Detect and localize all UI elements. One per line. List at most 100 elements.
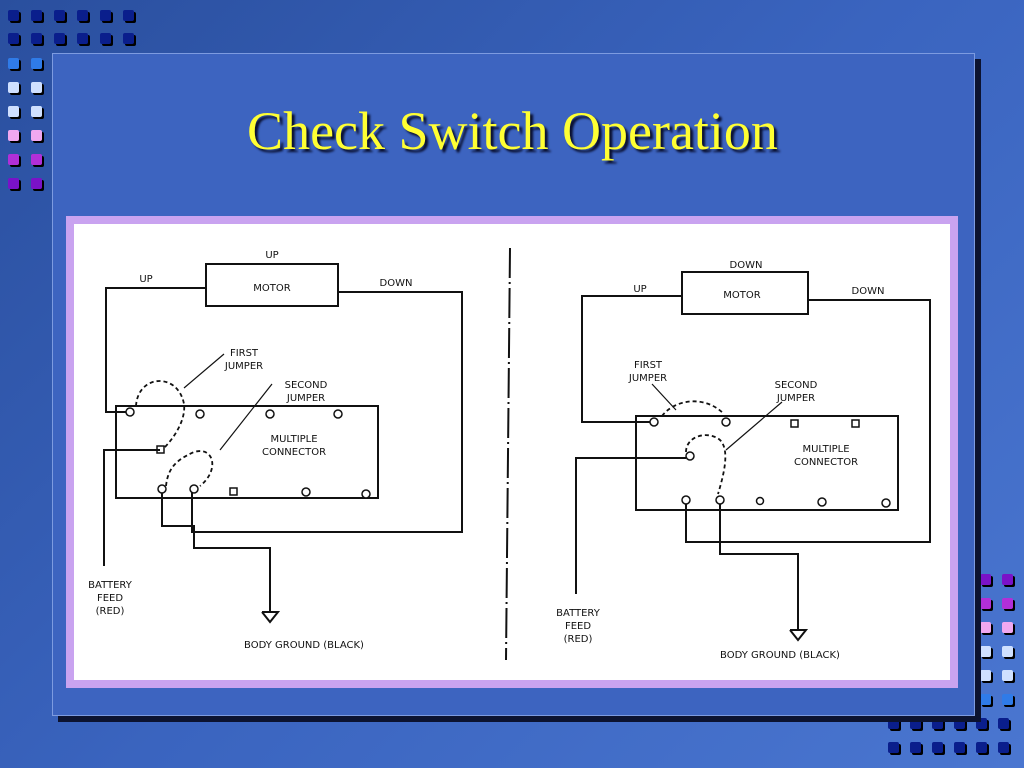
left-first-jumper-label-1: FIRST xyxy=(230,348,259,359)
decorative-square xyxy=(77,10,88,21)
decorative-square xyxy=(980,574,991,585)
left-second-jumper-leader xyxy=(219,383,273,451)
decorative-square xyxy=(31,58,42,69)
left-first-jumper xyxy=(135,380,186,449)
decorative-square xyxy=(1002,646,1013,657)
right-ground-label: BODY GROUND (BLACK) xyxy=(720,650,840,661)
decorative-square xyxy=(8,33,19,44)
decorative-square xyxy=(8,106,19,117)
left-terminal xyxy=(301,487,311,497)
decorative-square xyxy=(31,178,42,189)
right-down-label: DOWN xyxy=(852,286,885,297)
right-terminal xyxy=(715,495,725,505)
left-down-label: DOWN xyxy=(380,278,413,289)
right-connector-label-1: MULTIPLE xyxy=(802,444,849,455)
decorative-square xyxy=(980,694,991,705)
right-second-jumper-label-2: JUMPER xyxy=(776,393,815,404)
decorative-square xyxy=(888,742,899,753)
right-terminal xyxy=(790,419,799,428)
decorative-square xyxy=(954,742,965,753)
decorative-square xyxy=(980,598,991,609)
right-second-jumper-label-1: SECOND xyxy=(775,380,818,391)
decorative-square xyxy=(100,10,111,21)
decorative-square xyxy=(8,154,19,165)
right-ground-wire-a xyxy=(719,504,798,555)
right-motor-box xyxy=(681,271,809,315)
right-connector-label-2: CONNECTOR xyxy=(794,457,858,468)
right-battery-feed-wire xyxy=(575,457,686,594)
left-second-jumper-label-1: SECOND xyxy=(285,380,328,391)
right-battery-label-1: BATTERY xyxy=(556,608,601,619)
right-terminal xyxy=(649,417,659,427)
left-second-jumper xyxy=(165,450,214,487)
left-down-wire xyxy=(191,291,463,533)
left-multiple-connector xyxy=(115,405,379,499)
diagram-divider xyxy=(505,247,511,661)
right-motor-label: MOTOR xyxy=(723,290,760,301)
wiring-diagram: MOTOR UP UP DOWN MULTIPLE CONNECTOR FIRS… xyxy=(88,247,931,661)
left-first-jumper-label-2: JUMPER xyxy=(224,361,263,372)
left-terminal xyxy=(361,489,371,499)
decorative-square xyxy=(8,82,19,93)
right-switch-diagram: MOTOR DOWN UP DOWN MULTIPLE CONNECTOR FI… xyxy=(556,260,931,661)
decorative-square xyxy=(31,82,42,93)
decorative-square xyxy=(1002,670,1013,681)
left-terminal xyxy=(189,484,199,494)
left-battery-label-1: BATTERY xyxy=(88,580,133,591)
decorative-square xyxy=(980,670,991,681)
right-multiple-connector xyxy=(635,415,899,511)
right-terminal xyxy=(681,495,691,505)
decorative-square xyxy=(980,646,991,657)
decorative-square xyxy=(8,10,19,21)
decorative-square xyxy=(1002,694,1013,705)
left-terminal xyxy=(125,407,135,417)
left-up-label: UP xyxy=(139,274,152,285)
left-ground-wire xyxy=(161,493,271,612)
left-up-top-label: UP xyxy=(265,250,278,261)
decorative-square xyxy=(1002,622,1013,633)
left-terminal xyxy=(333,409,343,419)
left-motor-box xyxy=(205,263,339,307)
decorative-square xyxy=(932,718,943,729)
diagram-paper xyxy=(74,224,950,680)
decorative-square xyxy=(123,10,134,21)
left-terminal xyxy=(157,484,167,494)
left-connector-label-1: MULTIPLE xyxy=(270,434,317,445)
decorative-square xyxy=(910,742,921,753)
right-terminal xyxy=(685,451,695,461)
decorative-square xyxy=(980,622,991,633)
left-first-jumper-leader xyxy=(183,353,225,389)
decorative-square xyxy=(77,33,88,44)
left-connector-label-2: CONNECTOR xyxy=(262,447,326,458)
right-terminal xyxy=(881,498,891,508)
left-switch-diagram: MOTOR UP UP DOWN MULTIPLE CONNECTOR FIRS… xyxy=(88,250,463,651)
right-terminal xyxy=(721,417,731,427)
right-first-jumper-label-1: FIRST xyxy=(634,360,663,371)
slide-title: Check Switch Operation xyxy=(247,101,778,161)
decorative-square xyxy=(976,718,987,729)
decorative-square xyxy=(888,718,899,729)
right-battery-label-3: (RED) xyxy=(564,634,593,645)
decorative-square xyxy=(31,10,42,21)
left-battery-label-3: (RED) xyxy=(96,606,125,617)
left-motor-label: MOTOR xyxy=(253,283,290,294)
decorative-square xyxy=(910,718,921,729)
left-terminal xyxy=(229,487,238,496)
right-down-top-label: DOWN xyxy=(730,260,763,271)
left-up-wire xyxy=(105,287,206,413)
right-up-wire xyxy=(581,295,682,423)
decorative-square xyxy=(8,58,19,69)
left-second-jumper-label-2: JUMPER xyxy=(286,393,325,404)
right-ground-wire-c xyxy=(720,553,799,630)
left-terminal xyxy=(195,409,205,419)
decorative-square xyxy=(932,742,943,753)
right-terminal xyxy=(851,419,860,428)
decorative-square xyxy=(100,33,111,44)
left-ground-label: BODY GROUND (BLACK) xyxy=(244,640,364,651)
right-battery-label-2: FEED xyxy=(565,621,591,632)
decorative-square xyxy=(31,154,42,165)
right-second-jumper xyxy=(685,434,727,495)
left-battery-feed-wire xyxy=(103,449,160,566)
decorative-square xyxy=(54,10,65,21)
left-terminal xyxy=(265,409,275,419)
